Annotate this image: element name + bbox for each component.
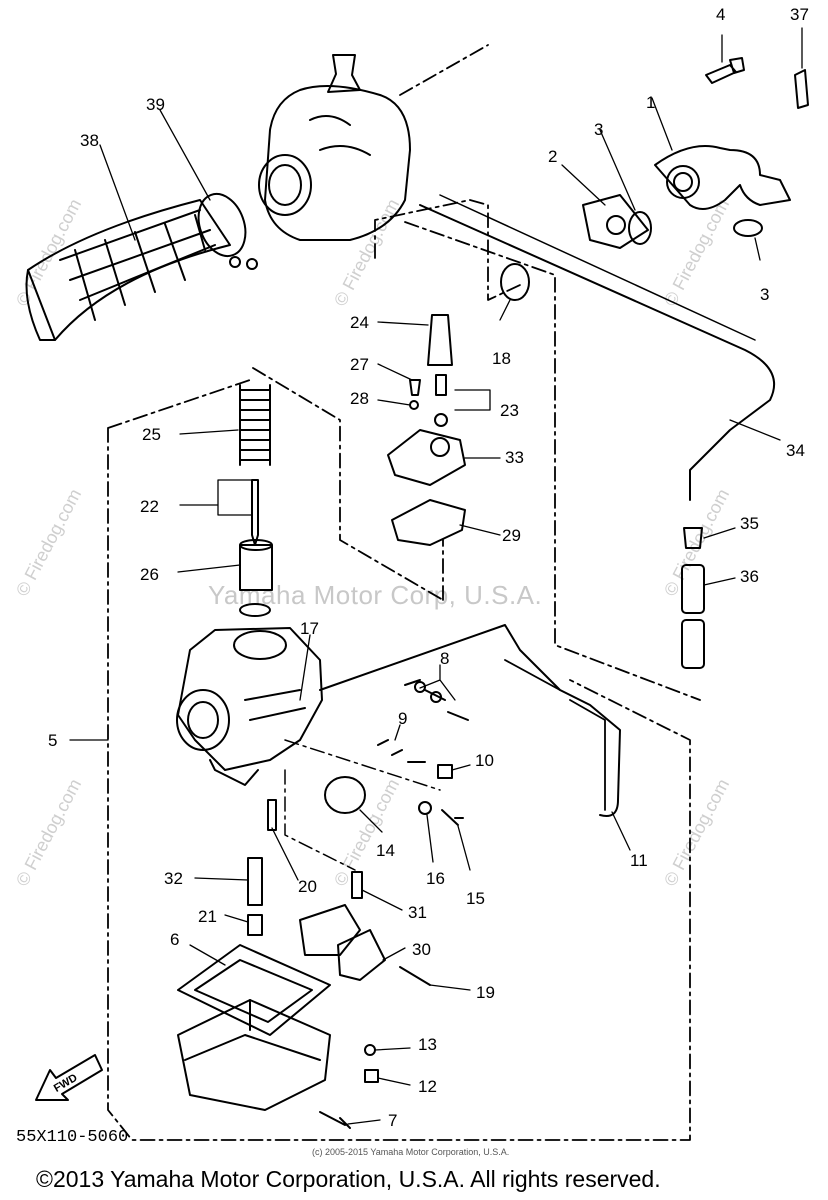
jet-20 — [267, 799, 277, 831]
intake-manifold-1 — [654, 145, 791, 210]
gasket-29 — [391, 499, 466, 546]
fwd-arrow — [35, 1054, 103, 1101]
callout-3b: 3 — [760, 285, 769, 304]
float-30a — [299, 904, 361, 956]
leader-20-line — [284, 769, 356, 871]
carburetor-main-body — [176, 627, 323, 786]
washer-13 — [364, 1044, 376, 1056]
hose-36-lower — [681, 619, 705, 669]
callout-22: 22 — [140, 497, 159, 516]
callout-3: 3 — [594, 120, 603, 139]
callout-10: 10 — [475, 751, 494, 770]
callout-20: 20 — [298, 877, 317, 896]
callout-24: 24 — [350, 313, 369, 332]
plug-10 — [437, 764, 453, 779]
fitting-35 — [683, 527, 703, 549]
carb-top-outline — [374, 199, 521, 301]
leader-14-line — [284, 739, 441, 791]
callout-38: 38 — [80, 131, 99, 150]
vent-hose-34 — [419, 204, 775, 501]
bolt-37 — [794, 69, 809, 109]
pin-19 — [399, 966, 431, 986]
plug-23 — [435, 374, 447, 396]
callout-26: 26 — [140, 565, 159, 584]
callout-39: 39 — [146, 95, 165, 114]
screw-27 — [409, 379, 421, 396]
needle-22 — [251, 479, 259, 546]
throttle-slide-26 — [239, 544, 273, 591]
callout-27: 27 — [350, 355, 369, 374]
callout-37: 37 — [790, 5, 809, 24]
cover-33 — [387, 429, 466, 486]
callout-13: 13 — [418, 1035, 437, 1054]
plug-14 — [324, 776, 366, 814]
washer-16 — [418, 801, 432, 815]
callout-2: 2 — [548, 147, 557, 166]
screw-9 — [377, 739, 426, 763]
main-jet-32 — [247, 857, 263, 906]
washer-slide — [239, 603, 271, 617]
screw-7 — [319, 1111, 351, 1129]
callout-29: 29 — [502, 526, 521, 545]
callout-35: 35 — [740, 514, 759, 533]
callout-28: 28 — [350, 389, 369, 408]
callout-32: 32 — [164, 869, 183, 888]
drain-hose-11 — [319, 624, 621, 817]
o-ring-3a — [628, 211, 652, 245]
hose-36 — [681, 564, 705, 614]
callout-8: 8 — [440, 649, 449, 668]
callout-23: 23 — [500, 401, 519, 420]
clamp-39 — [197, 193, 247, 257]
callout-1: 1 — [646, 93, 655, 112]
o-ring-3b — [733, 219, 763, 237]
callout-36: 36 — [740, 567, 759, 586]
assembly-outline-right — [404, 221, 701, 701]
small-copyright: (c) 2005-2015 Yamaha Motor Corporation, … — [312, 1147, 510, 1157]
callout-14: 14 — [376, 841, 395, 860]
leader-lines — [69, 27, 803, 1125]
callout-33: 33 — [505, 448, 524, 467]
screw-15 — [441, 809, 464, 826]
bolt-4 — [705, 57, 745, 84]
callout-18: 18 — [492, 349, 511, 368]
o-ring-18 — [500, 263, 530, 301]
callout-25: 25 — [142, 425, 161, 444]
callout-16: 16 — [426, 869, 445, 888]
needle-valve-31 — [351, 871, 363, 899]
callout-7: 7 — [388, 1111, 397, 1130]
callout-11: 11 — [630, 851, 648, 870]
callout-17: 17 — [300, 619, 319, 638]
leader-25-line — [252, 367, 444, 601]
leader-top-line — [399, 44, 489, 96]
callout-21: 21 — [198, 907, 217, 926]
gasket-2 — [582, 194, 649, 249]
air-joint-38 — [25, 199, 231, 341]
float-30b — [337, 929, 386, 981]
callout-12: 12 — [418, 1077, 437, 1096]
callout-9: 9 — [398, 709, 407, 728]
float-bowl — [177, 999, 331, 1111]
footer-copyright: ©2013 Yamaha Motor Corporation, U.S.A. A… — [36, 1166, 661, 1192]
plug-12 — [364, 1069, 379, 1083]
callout-19: 19 — [476, 983, 495, 1002]
spring-25 — [239, 384, 271, 466]
gasket-6 — [177, 944, 331, 1036]
diagram-code: 55X110-5060 — [16, 1128, 129, 1147]
callout-4: 4 — [716, 5, 725, 24]
callout-34: 34 — [786, 441, 805, 460]
callout-31: 31 — [408, 903, 427, 922]
washer-28 — [409, 400, 419, 410]
callout-30: 30 — [412, 940, 431, 959]
callout-6: 6 — [170, 930, 179, 949]
jet-21 — [247, 914, 263, 936]
carburetor-upper-body — [258, 54, 411, 241]
assembly-outline — [107, 379, 691, 1141]
cap-24 — [427, 314, 453, 366]
callout-5: 5 — [48, 731, 57, 750]
callout-15: 15 — [466, 889, 485, 908]
